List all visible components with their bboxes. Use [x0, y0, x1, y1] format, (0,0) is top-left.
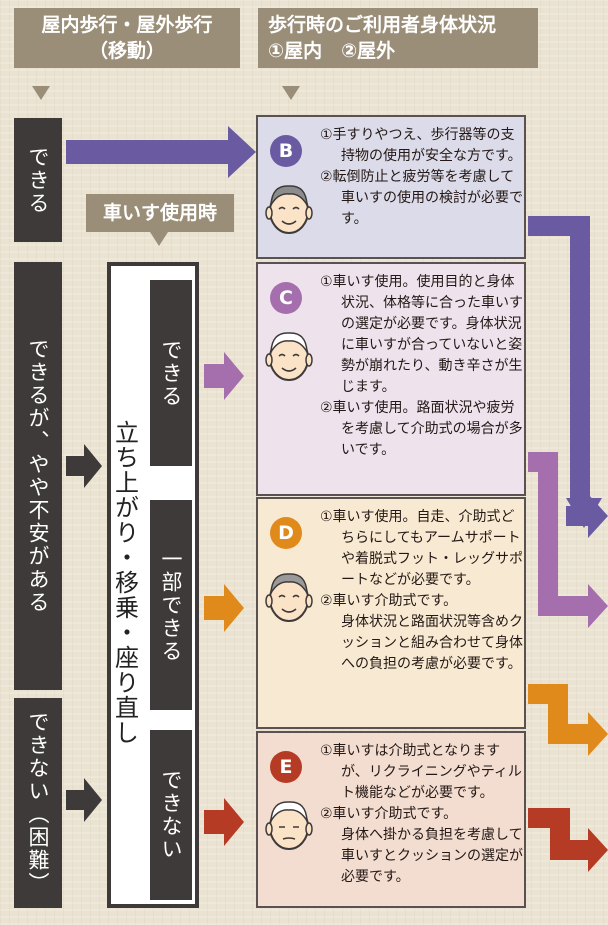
left-bar-can-uneasy-label: できるが、やや不安がある	[26, 338, 50, 614]
left-bar-can-label: できる	[26, 145, 50, 215]
panel-E-p1: ①車いすは介助式となりますが、リクライニングやティルト機能などが必要です。	[320, 743, 522, 801]
panel-E-p2a: ②車いす介助式です。	[320, 806, 458, 822]
mid-bar-partial: 一部できる	[150, 500, 192, 710]
panel-D-p2a: ②車いす介助式です。	[320, 593, 458, 609]
header-left-line2: （移動）	[88, 40, 165, 62]
panel-E-text: ①車いすは介助式となりますが、リクライニングやティルト機能などが必要です。 ②車…	[320, 741, 524, 888]
panel-B-text: ①手すりやつえ、歩行器等の支持物の使用が安全な方です。 ②転倒防止と疲労等を考慮…	[320, 125, 524, 230]
mid-bar-partial-label: 一部できる	[159, 547, 183, 663]
header-left-arrow	[32, 86, 50, 100]
badge-D: D	[270, 517, 302, 549]
left-bar-cannot-label: できない（困難）	[26, 711, 50, 895]
badge-B: B	[270, 135, 302, 167]
face-icon	[265, 332, 313, 381]
left-bar-cannot: できない（困難）	[14, 698, 62, 908]
panel-B-p1: ①手すりやつえ、歩行器等の支持物の使用が安全な方です。	[320, 127, 522, 164]
panel-C-text: ①車いす使用。使用目的と身体状況、体格等に合った車いすの選定が必要です。身体状況…	[320, 272, 524, 461]
face-icon	[265, 801, 313, 850]
mid-bar-can-label: できる	[159, 338, 183, 408]
panel-C-p1: ①車いす使用。使用目的と身体状況、体格等に合った車いすの選定が必要です。身体状況…	[320, 274, 523, 395]
panel-B-p2: ②転倒防止と疲労等を考慮して車いすの使用の検討が必要です。	[320, 169, 523, 227]
panel-D-text: ①車いす使用。自走、介助式どちらにしてもアームサポートや着脱式フット・レッグサポ…	[320, 507, 524, 675]
mid-bar-cannot: できない	[150, 730, 192, 900]
panel-C: C ①車いす使用。使用目的と身体状況、体格等に合った車いすの選定が必要です。身体…	[256, 262, 526, 496]
header-left: 屋内歩行・屋外歩行 （移動）	[14, 8, 240, 68]
header-right: 歩行時のご利用者身体状況 ①屋内 ②屋外	[258, 8, 538, 68]
face-icon	[265, 573, 313, 622]
standing-label-wrap: 立ち上がり・移乗・座り直し	[100, 420, 150, 760]
header-left-line1: 屋内歩行・屋外歩行	[41, 14, 213, 36]
panel-D-p1: ①車いす使用。自走、介助式どちらにしてもアームサポートや着脱式フット・レッグサポ…	[320, 509, 523, 588]
wheelchair-arrow	[150, 232, 168, 246]
face-icon	[265, 185, 313, 234]
badge-C: C	[270, 282, 302, 314]
header-right-line1: 歩行時のご利用者身体状況	[268, 14, 497, 36]
header-right-arrow	[282, 86, 300, 100]
standing-label: 立ち上がり・移乗・座り直し	[110, 420, 139, 745]
panel-D-p2b: 身体状況と路面状況等含めクッションと組み合わせて身体への負担の考慮が必要です。	[341, 614, 523, 672]
panel-C-p2: ②車いす使用。路面状況や疲労を考慮して介助式の場合が多いです。	[320, 400, 523, 458]
panel-D: D ①車いす使用。自走、介助式どちらにしてもアームサポートや着脱式フット・レッグ…	[256, 497, 526, 729]
mid-bar-cannot-label: できない	[159, 769, 183, 861]
left-bar-can-uneasy: できるが、やや不安がある	[14, 262, 62, 690]
panel-B: B ①手すりやつえ、歩行器等の支持物の使用が安全な方です。 ②転倒防止と疲労等を…	[256, 115, 526, 259]
header-right-line2: ①屋内 ②屋外	[268, 40, 396, 62]
badge-E: E	[270, 751, 302, 783]
panel-E: E ①車いすは介助式となりますが、リクライニングやティルト機能などが必要です。 …	[256, 731, 526, 908]
panel-E-p2b: 身体へ掛かる負担を考慮して車いすとクッションの選定が必要です。	[341, 827, 523, 885]
mid-bar-can: できる	[150, 280, 192, 466]
wheelchair-label: 車いす使用時	[86, 194, 234, 232]
left-bar-can: できる	[14, 118, 62, 242]
